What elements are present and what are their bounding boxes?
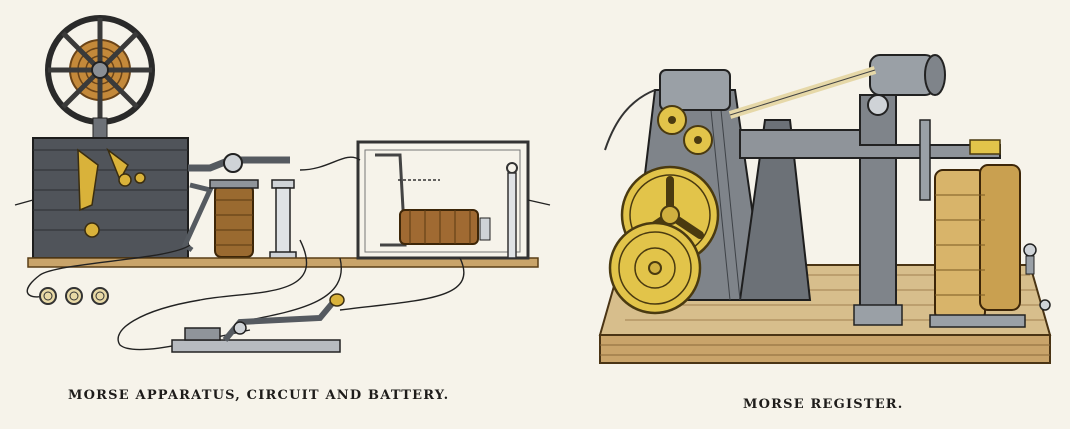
electromagnet-coil [209, 179, 259, 258]
morse-apparatus-drawing [14, 15, 551, 353]
base-board [27, 257, 539, 268]
terminal-screws [1023, 243, 1051, 311]
caption-morse-register: MORSE REGISTER. [743, 397, 904, 412]
circuit-wires [14, 156, 551, 351]
paper-tape [604, 89, 656, 151]
support-pillar [269, 179, 297, 261]
lever-arm [181, 153, 290, 253]
register-coils [929, 164, 1026, 328]
morse-apparatus-illustration: MORSE APPARATUS, CIRCUIT AND BATTERY. [14, 15, 551, 403]
register-box [32, 137, 189, 259]
paper-reel [45, 15, 155, 139]
paper-roll [728, 54, 946, 326]
telegraph-key [171, 293, 345, 353]
caption-morse-apparatus: MORSE APPARATUS, CIRCUIT AND BATTERY. [68, 388, 450, 403]
battery-cells [39, 287, 109, 305]
brass-gears [608, 105, 720, 315]
morse-register-drawing [598, 54, 1052, 364]
relay-frame [356, 140, 530, 260]
armature-arm [739, 119, 1001, 201]
morse-register-illustration: MORSE REGISTER. [560, 0, 1070, 429]
